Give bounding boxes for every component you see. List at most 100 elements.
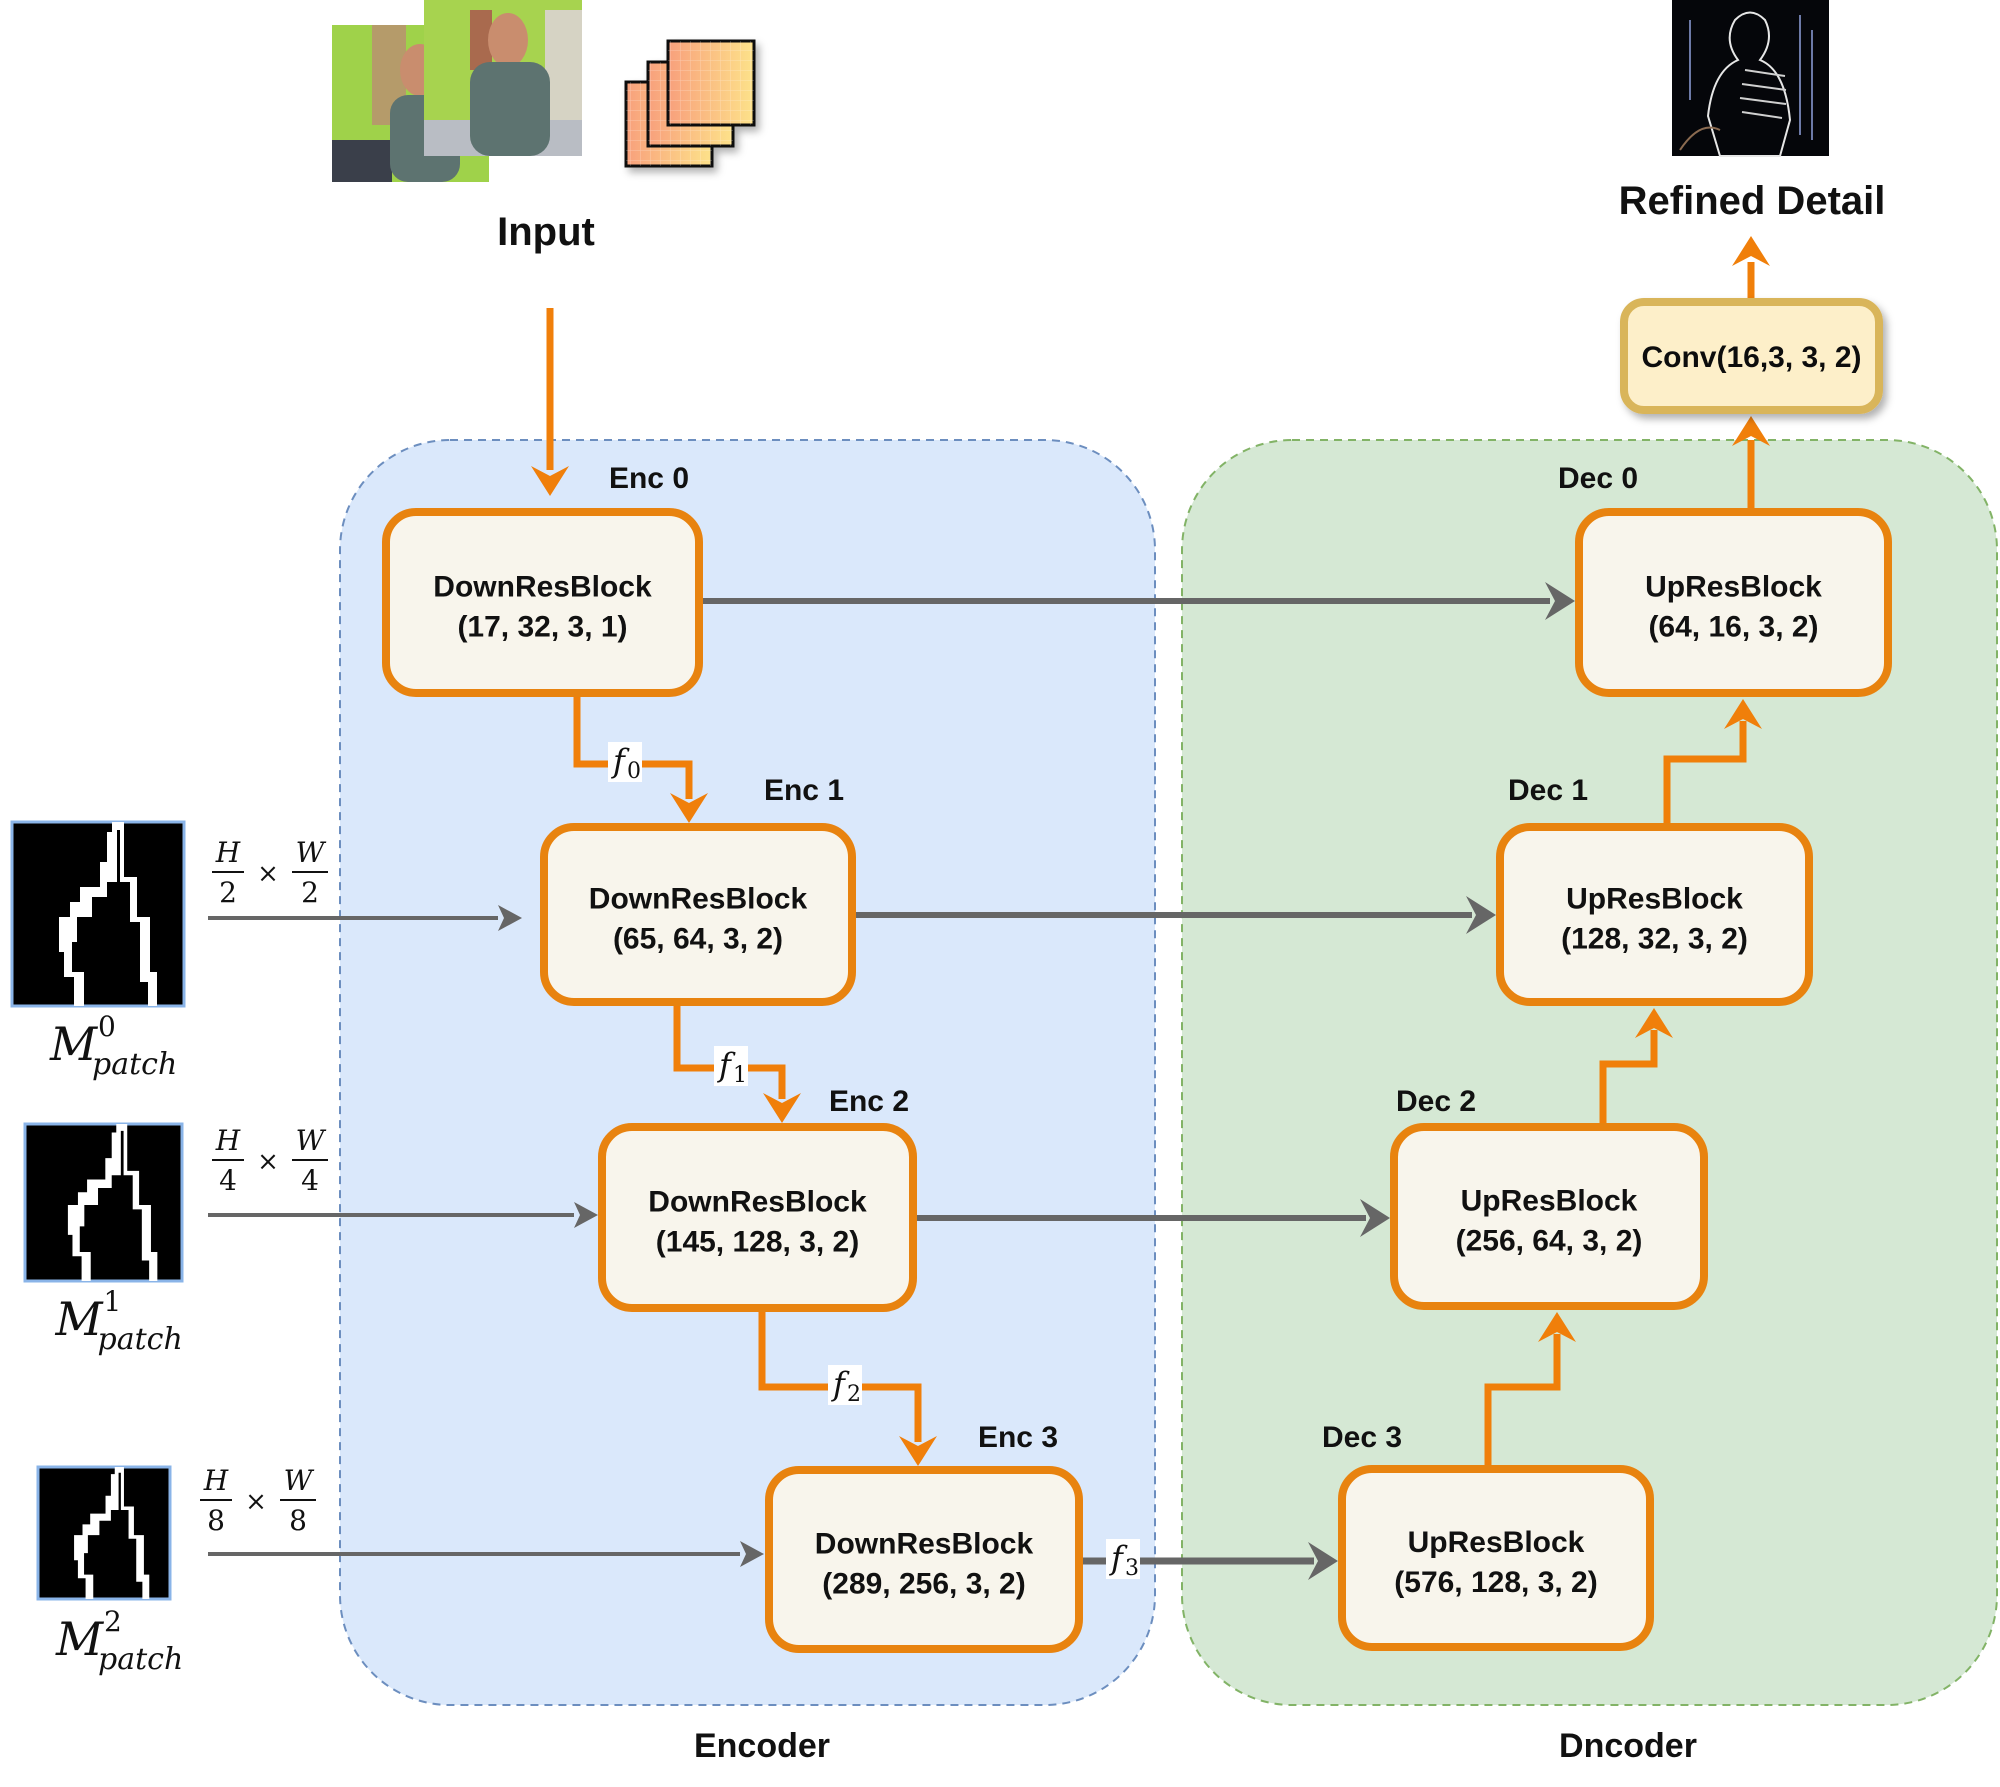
svg-text:×: ×: [245, 1487, 267, 1517]
enc-block-2-name: DownResBlock: [648, 1186, 867, 1219]
dec-connector-0-arrow: [1538, 1312, 1576, 1342]
enc-block-3[interactable]: DownResBlock (289, 256, 3, 2): [765, 1466, 1083, 1653]
enc-block-3-id: Enc 3: [978, 1421, 1058, 1454]
dec-block-0-params: (64, 16, 3, 2): [1648, 611, 1818, 644]
skip-connection-2-arrow: [1360, 1199, 1390, 1237]
mask-0-superscript: 0: [98, 1010, 116, 1043]
input-frame-2: [424, 0, 582, 156]
mask-2-arrow-head: [740, 1541, 764, 1567]
dec-block-1-params: (128, 32, 3, 2): [1561, 923, 1748, 956]
svg-text:8: 8: [289, 1504, 307, 1537]
input-frames: [332, 0, 582, 182]
bottleneck-connection-arrow: [1308, 1542, 1338, 1580]
dec-block-1-name: UpResBlock: [1566, 883, 1743, 916]
feature-stack-icon: [624, 39, 756, 168]
enc-block-3-params: (289, 256, 3, 2): [822, 1568, 1025, 1601]
decoder-label: Dncoder: [1559, 1727, 1697, 1765]
mask-1-size-fraction: H4×W4: [212, 1124, 328, 1197]
svg-text:W: W: [296, 836, 327, 869]
enc-block-1[interactable]: DownResBlock (65, 64, 3, 2): [540, 823, 856, 1006]
mask-2-subscript: patch: [98, 1642, 183, 1677]
enc-block-0-params: (17, 32, 3, 1): [457, 611, 627, 644]
dec-block-3-id: Dec 3: [1322, 1421, 1402, 1454]
mask-patch-2: [36, 1465, 172, 1601]
dec-connector-1-arrow: [1635, 1008, 1673, 1038]
input-title: Input: [497, 210, 595, 254]
mask-patch-1: [23, 1122, 184, 1283]
dec-connector-2-arrow: [1724, 699, 1762, 729]
svg-text:W: W: [284, 1464, 315, 1497]
mask-2-size-fraction: H 8 × W 8: [200, 1464, 316, 1537]
mask-1-symbol: M: [55, 1292, 105, 1346]
svg-text:2: 2: [219, 876, 237, 909]
dec-block-2-params: (256, 64, 3, 2): [1456, 1225, 1643, 1258]
svg-text:×: ×: [257, 859, 279, 889]
feature-subscript-1: 1: [733, 1063, 747, 1088]
mask-0-size-fraction: H 2 × W 2: [212, 836, 328, 909]
dec-block-0-name: UpResBlock: [1645, 571, 1822, 604]
dec-connector-0: [1484, 1334, 1561, 1465]
dec-connector-2: [1663, 721, 1747, 823]
input-frame-1: [332, 25, 489, 182]
conv-to-output-arrow: [1732, 236, 1770, 266]
dec-block-3-name: UpResBlock: [1408, 1526, 1585, 1559]
enc-block-1-name: DownResBlock: [589, 883, 808, 916]
mask-1-subscript: patch: [98, 1322, 183, 1357]
svg-text:H: H: [215, 836, 241, 869]
mask-0-arrow-head: [498, 905, 522, 931]
svg-text:×: ×: [257, 1147, 279, 1177]
encoder-label: Encoder: [694, 1727, 830, 1765]
svg-text:8: 8: [207, 1504, 225, 1537]
dec-block-3[interactable]: UpResBlock (576, 128, 3, 2): [1338, 1465, 1654, 1651]
mask-2-superscript: 2: [104, 1605, 122, 1638]
dec-block-1[interactable]: UpResBlock (128, 32, 3, 2): [1496, 823, 1813, 1006]
dec0-to-conv-arrow: [1732, 416, 1770, 446]
svg-text:W: W: [296, 1124, 327, 1157]
input-arrow-head: [531, 466, 569, 496]
feature-subscript-0: 0: [627, 759, 641, 784]
mask-2-symbol: M: [55, 1612, 105, 1666]
conv-head-block[interactable]: Conv(16,3, 3, 2): [1620, 298, 1883, 414]
enc-block-2[interactable]: DownResBlock (145, 128, 3, 2): [598, 1123, 917, 1312]
mask-0-subscript: patch: [92, 1047, 177, 1082]
dec-block-0-id: Dec 0: [1558, 462, 1638, 495]
enc-block-1-params: (65, 64, 3, 2): [613, 923, 783, 956]
dec-block-2[interactable]: UpResBlock (256, 64, 3, 2): [1390, 1123, 1708, 1310]
enc-block-2-params: (145, 128, 3, 2): [656, 1226, 859, 1259]
svg-text:H: H: [215, 1124, 241, 1157]
mask-foreground: [74, 1467, 150, 1599]
skip-connection-0-arrow: [1545, 582, 1575, 620]
output-title: Refined Detail: [1619, 179, 1886, 223]
enc-block-3-name: DownResBlock: [815, 1528, 1034, 1561]
skip-connection-1-arrow: [1466, 896, 1496, 934]
enc-block-2-id: Enc 2: [829, 1085, 909, 1118]
dec-block-0[interactable]: UpResBlock (64, 16, 3, 2): [1575, 508, 1892, 697]
mask-foreground: [59, 822, 157, 1006]
mask-foreground: [67, 1124, 158, 1281]
mask-1-superscript: 1: [104, 1285, 122, 1318]
mask-patch-0: [10, 820, 186, 1008]
refined-detail-image: [1672, 0, 1829, 157]
enc-block-0-name: DownResBlock: [433, 571, 652, 604]
dec-block-1-id: Dec 1: [1508, 774, 1588, 807]
enc-block-0[interactable]: DownResBlock (17, 32, 3, 1): [382, 508, 703, 697]
dec-block-3-params: (576, 128, 3, 2): [1394, 1566, 1597, 1599]
svg-text:4: 4: [301, 1164, 319, 1197]
svg-text:2: 2: [301, 876, 319, 909]
enc-block-1-id: Enc 1: [764, 774, 844, 807]
mask-0-symbol: M: [49, 1017, 99, 1071]
conv-head-label: Conv(16,3, 3, 2): [1641, 341, 1861, 374]
svg-text:H: H: [203, 1464, 229, 1497]
dec-block-2-id: Dec 2: [1396, 1085, 1476, 1118]
mask-1-arrow-head: [574, 1202, 598, 1228]
decoder-panel: [1181, 439, 1998, 1706]
feature-subscript-3: 3: [1125, 1556, 1139, 1581]
dec-block-2-name: UpResBlock: [1461, 1185, 1638, 1218]
feature-subscript-2: 2: [847, 1382, 861, 1407]
enc-block-0-id: Enc 0: [609, 462, 689, 495]
dec-connector-1: [1599, 1030, 1658, 1123]
